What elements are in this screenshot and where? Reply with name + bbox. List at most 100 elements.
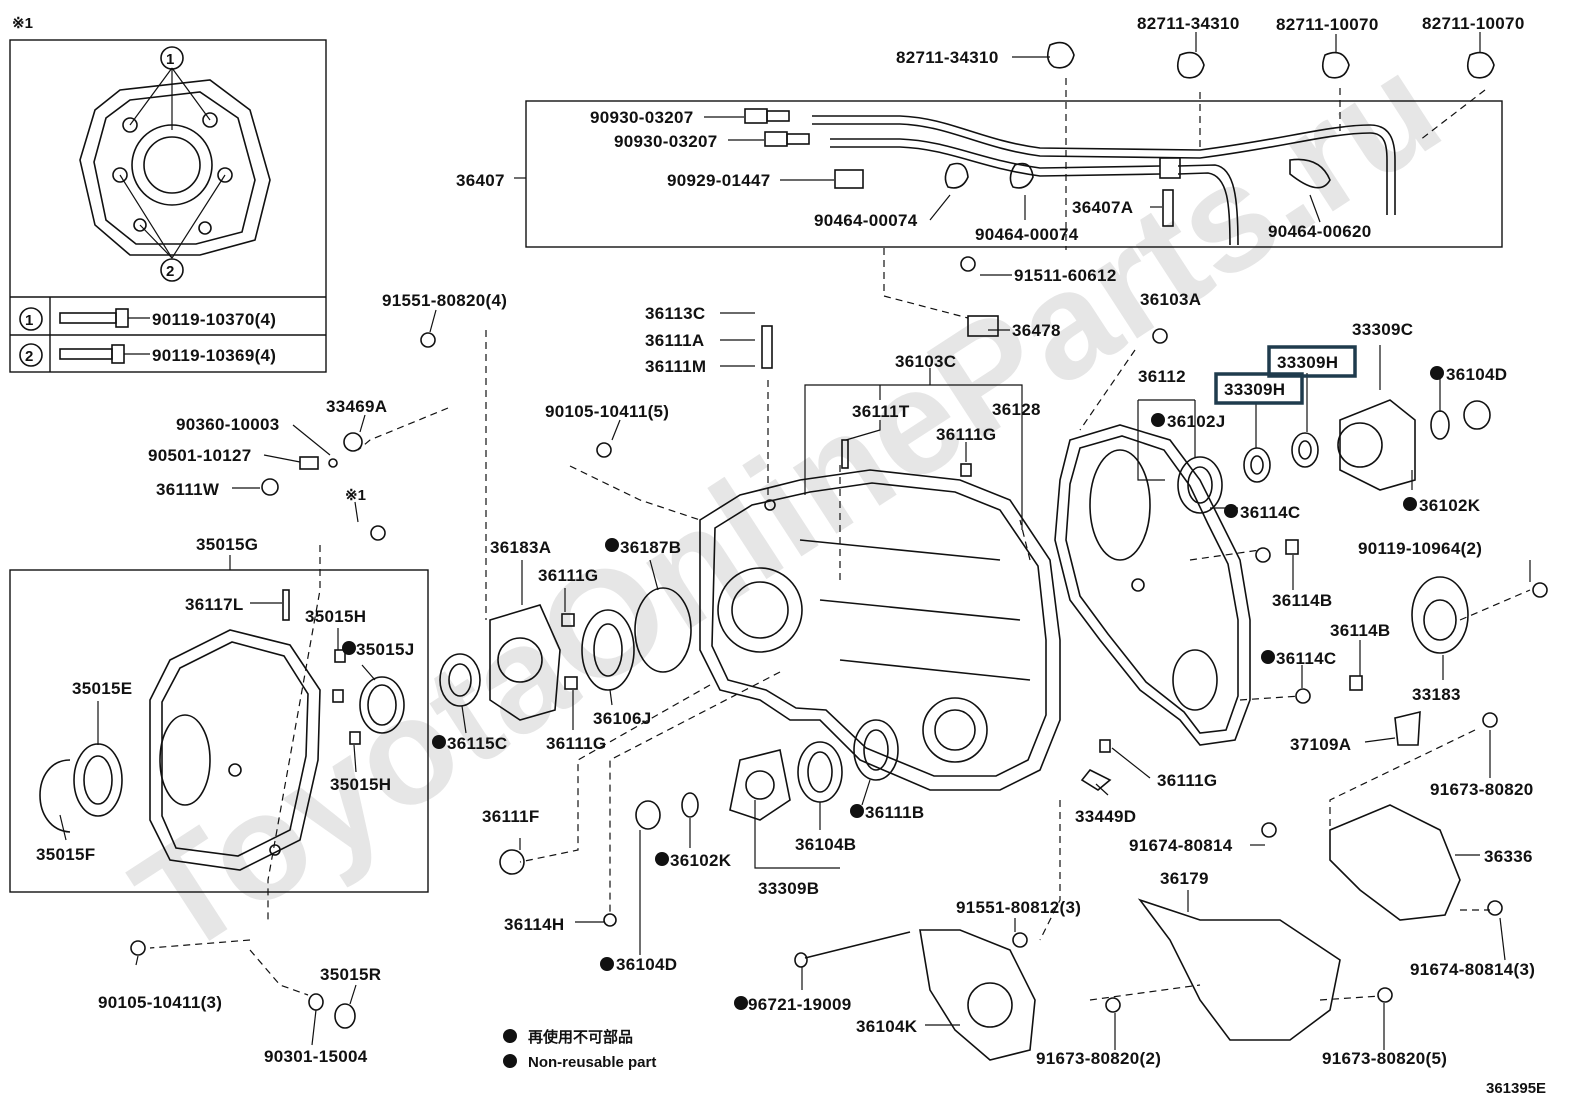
hose-clips: [944, 41, 1495, 189]
part-label[interactable]: 90105-10411(5): [545, 402, 669, 421]
part-label[interactable]: 36111M: [645, 357, 706, 376]
part-label[interactable]: 36111G: [1157, 771, 1217, 790]
part-label[interactable]: 90301-15004: [264, 1047, 368, 1066]
part-label[interactable]: 90930-03207: [614, 132, 718, 151]
part-label[interactable]: 82711-34310: [896, 48, 999, 67]
part-label[interactable]: 36114H: [504, 915, 564, 934]
part-label[interactable]: 90501-10127: [148, 446, 252, 465]
part-label[interactable]: 36407A: [1072, 198, 1133, 217]
part-label[interactable]: 36114B: [1330, 621, 1390, 640]
part-label[interactable]: 33469A: [326, 397, 387, 416]
part-label[interactable]: 36114C: [1240, 503, 1300, 522]
part-label[interactable]: 36102K: [1419, 496, 1481, 515]
part-label[interactable]: 33309B: [758, 879, 819, 898]
part-label[interactable]: 36111G: [546, 734, 606, 753]
part-label[interactable]: 36179: [1160, 869, 1209, 888]
part-label[interactable]: 36114C: [1276, 649, 1336, 668]
part-label[interactable]: 91674-80814(3): [1410, 960, 1535, 979]
highlight-box-33309H-lower: [1214, 372, 1304, 405]
part-label[interactable]: 36336: [1484, 847, 1533, 866]
inset-row-1: 1 90119-10370(4): [19, 307, 276, 331]
inset-box: [9, 39, 327, 373]
svg-text:1: 1: [25, 312, 33, 329]
part-label[interactable]: 36111G: [538, 566, 598, 585]
highlight-box-33309H-upper: [1267, 345, 1357, 378]
part-label[interactable]: 33309C: [1352, 320, 1413, 339]
part-label[interactable]: 36104K: [856, 1017, 918, 1036]
part-label[interactable]: 36113C: [645, 304, 705, 323]
part-label[interactable]: 91673-80820(5): [1322, 1049, 1447, 1068]
part-label[interactable]: 33309H: [1224, 380, 1285, 399]
part-label[interactable]: 36407: [456, 171, 505, 190]
part-label[interactable]: 36112: [1138, 367, 1186, 386]
part-label[interactable]: 36106J: [593, 709, 652, 728]
part-label[interactable]: 35015E: [72, 679, 132, 698]
part-label[interactable]: 36104D: [1446, 365, 1507, 384]
part-label[interactable]: 90119-10370(4): [152, 310, 276, 329]
part-label[interactable]: 91673-80820(2): [1036, 1049, 1161, 1068]
part-label[interactable]: 96721-19009: [748, 995, 852, 1014]
transfer-case-housing: [699, 469, 1061, 791]
part-label[interactable]: 33309H: [1277, 353, 1338, 372]
part-label[interactable]: 90930-03207: [590, 108, 694, 127]
part-label[interactable]: 36183A: [490, 538, 551, 557]
part-label[interactable]: 35015J: [356, 640, 415, 659]
part-label[interactable]: 36115C: [447, 734, 507, 753]
part-label[interactable]: 36117L: [185, 595, 244, 614]
part-label[interactable]: 91674-80814: [1129, 836, 1233, 855]
inset-ref-mark: ※1: [12, 15, 33, 32]
part-label[interactable]: 90464-00074: [975, 225, 1079, 244]
part-label[interactable]: 36103C: [895, 352, 956, 371]
part-label[interactable]: 36102K: [670, 851, 732, 870]
part-label[interactable]: 35015H: [330, 775, 391, 794]
part-label[interactable]: 36111A: [645, 331, 704, 350]
part-label[interactable]: 37109A: [1290, 735, 1351, 754]
part-label[interactable]: 91551-80820(4): [382, 291, 507, 310]
part-label[interactable]: 82711-10070: [1422, 14, 1525, 33]
part-label[interactable]: 90464-00620: [1268, 222, 1372, 241]
leader-lines: [59, 32, 1531, 1050]
part-label[interactable]: 36111G: [936, 425, 996, 444]
legend-jp: 再使用不可部品: [528, 1028, 633, 1046]
part-label[interactable]: 90929-01447: [667, 171, 771, 190]
part-label[interactable]: 90464-00074: [814, 211, 918, 230]
part-label[interactable]: 82711-34310: [1137, 14, 1240, 33]
part-label[interactable]: 36187B: [620, 538, 681, 557]
part-label[interactable]: 36111T: [852, 402, 910, 421]
part-label[interactable]: 36111W: [156, 480, 220, 499]
part-label[interactable]: 90119-10964(2): [1358, 539, 1482, 558]
part-label[interactable]: 36114B: [1272, 591, 1332, 610]
part-label[interactable]: 36128: [992, 400, 1041, 419]
part-label[interactable]: 36111F: [482, 807, 540, 826]
part-label[interactable]: 36104B: [795, 835, 856, 854]
part-label[interactable]: 36111B: [865, 803, 924, 822]
extension-housing: [149, 629, 321, 871]
svg-text:1: 1: [166, 51, 174, 68]
part-label[interactable]: 90105-10411(3): [98, 993, 222, 1012]
inset-housing-drawing: [79, 67, 271, 259]
part-label[interactable]: 90119-10369(4): [152, 346, 276, 365]
part-label[interactable]: 35015R: [320, 965, 381, 984]
legend: 再使用不可部品 Non-reusable part: [528, 1028, 656, 1071]
part-labels: 82711-34310 82711-34310 82711-10070 8271…: [36, 14, 1535, 1068]
part-label[interactable]: 35015F: [36, 845, 95, 864]
inset-row-2: 2 90119-10369(4): [19, 343, 276, 367]
part-label[interactable]: 36478: [1012, 321, 1061, 340]
hose-fittings: [744, 108, 864, 189]
part-label[interactable]: 91551-80812(3): [956, 898, 1081, 917]
part-label[interactable]: 33183: [1412, 685, 1461, 704]
part-label[interactable]: 90360-10003: [176, 415, 280, 434]
part-label[interactable]: 36104D: [616, 955, 677, 974]
part-label[interactable]: 33449D: [1075, 807, 1136, 826]
hose-assembly-frame: [525, 100, 1503, 248]
part-label[interactable]: 35015G: [196, 535, 258, 554]
part-label[interactable]: 36102J: [1167, 412, 1226, 431]
inset-callout-1: 1: [160, 46, 184, 70]
part-label[interactable]: 35015H: [305, 607, 366, 626]
part-label[interactable]: 91673-80820: [1430, 780, 1534, 799]
part-label[interactable]: 91511-60612: [1014, 266, 1117, 285]
part-label[interactable]: 36103A: [1140, 290, 1201, 309]
svg-text:2: 2: [166, 263, 174, 280]
part-label[interactable]: 82711-10070: [1276, 15, 1379, 34]
